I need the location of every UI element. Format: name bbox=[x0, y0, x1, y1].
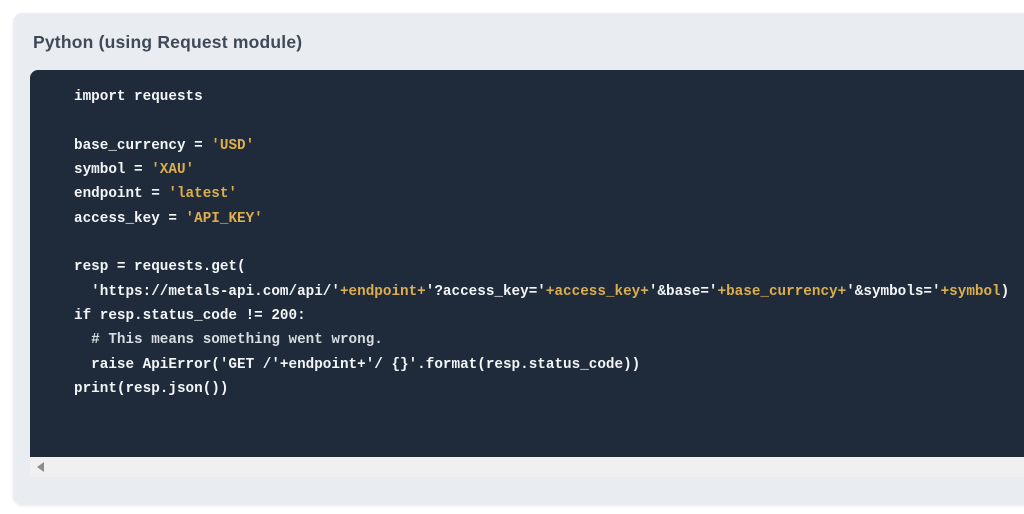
code-token-accent: 'USD' bbox=[211, 137, 255, 154]
code-token-plain: ) bbox=[1000, 283, 1010, 300]
code-token-plain: 'https://metals-api.com/api/' bbox=[74, 283, 340, 300]
code-line: base_currency = 'USD' bbox=[74, 134, 1024, 158]
code-token-plain: if resp.status_code != 200: bbox=[74, 308, 306, 325]
code-token-accent: 'XAU' bbox=[151, 162, 195, 179]
code-line: print(resp.json()) bbox=[74, 377, 1024, 401]
code-line bbox=[74, 109, 1024, 133]
code-token-accent: +endpoint+ bbox=[339, 283, 426, 300]
code-line: raise ApiError('GET /'+endpoint+'/ {}'.f… bbox=[74, 353, 1024, 377]
code-token-accent: 'latest' bbox=[168, 186, 238, 203]
code-token-accent: +symbol bbox=[940, 283, 1001, 300]
code-line: if resp.status_code != 200: bbox=[74, 304, 1024, 328]
code-token-plain: symbol = bbox=[74, 162, 152, 179]
code-token-plain: endpoint = bbox=[74, 186, 169, 203]
code-token-plain: '?access_key=' bbox=[425, 283, 546, 300]
code-token-comment: # This means something went wrong. bbox=[74, 332, 383, 349]
code-token-accent: 'API_KEY' bbox=[185, 210, 263, 227]
code-token-plain: '&base=' bbox=[648, 283, 718, 300]
code-line: resp = requests.get( bbox=[74, 255, 1024, 279]
code-token-accent: +access_key+ bbox=[545, 283, 649, 300]
code-line: access_key = 'API_KEY' bbox=[74, 207, 1024, 231]
code-example-card: Python (using Request module) import req… bbox=[13, 13, 1024, 505]
code-token-plain: access_key = bbox=[74, 210, 186, 227]
code-token-accent: +base_currency+ bbox=[717, 283, 847, 300]
code-line bbox=[74, 231, 1024, 255]
code-line: symbol = 'XAU' bbox=[74, 158, 1024, 182]
scroll-left-arrow-icon[interactable] bbox=[37, 462, 44, 472]
code-token-plain: '&symbols=' bbox=[846, 283, 941, 300]
card-title: Python (using Request module) bbox=[33, 32, 303, 52]
code-line: 'https://metals-api.com/api/'+endpoint+'… bbox=[74, 280, 1024, 304]
horizontal-scrollbar[interactable] bbox=[30, 457, 1024, 477]
code-token-plain: import requests bbox=[74, 89, 203, 105]
code-token-plain: base_currency = bbox=[74, 137, 212, 154]
code-line: import requests bbox=[74, 85, 1024, 109]
code-token-plain: resp = requests.get( bbox=[74, 259, 246, 276]
code-token-plain: print(resp.json()) bbox=[74, 381, 229, 398]
code-line: endpoint = 'latest' bbox=[74, 182, 1024, 206]
code-token-plain: raise ApiError('GET /'+endpoint+'/ {}'.f… bbox=[74, 356, 641, 373]
code-line: # This means something went wrong. bbox=[74, 328, 1024, 352]
